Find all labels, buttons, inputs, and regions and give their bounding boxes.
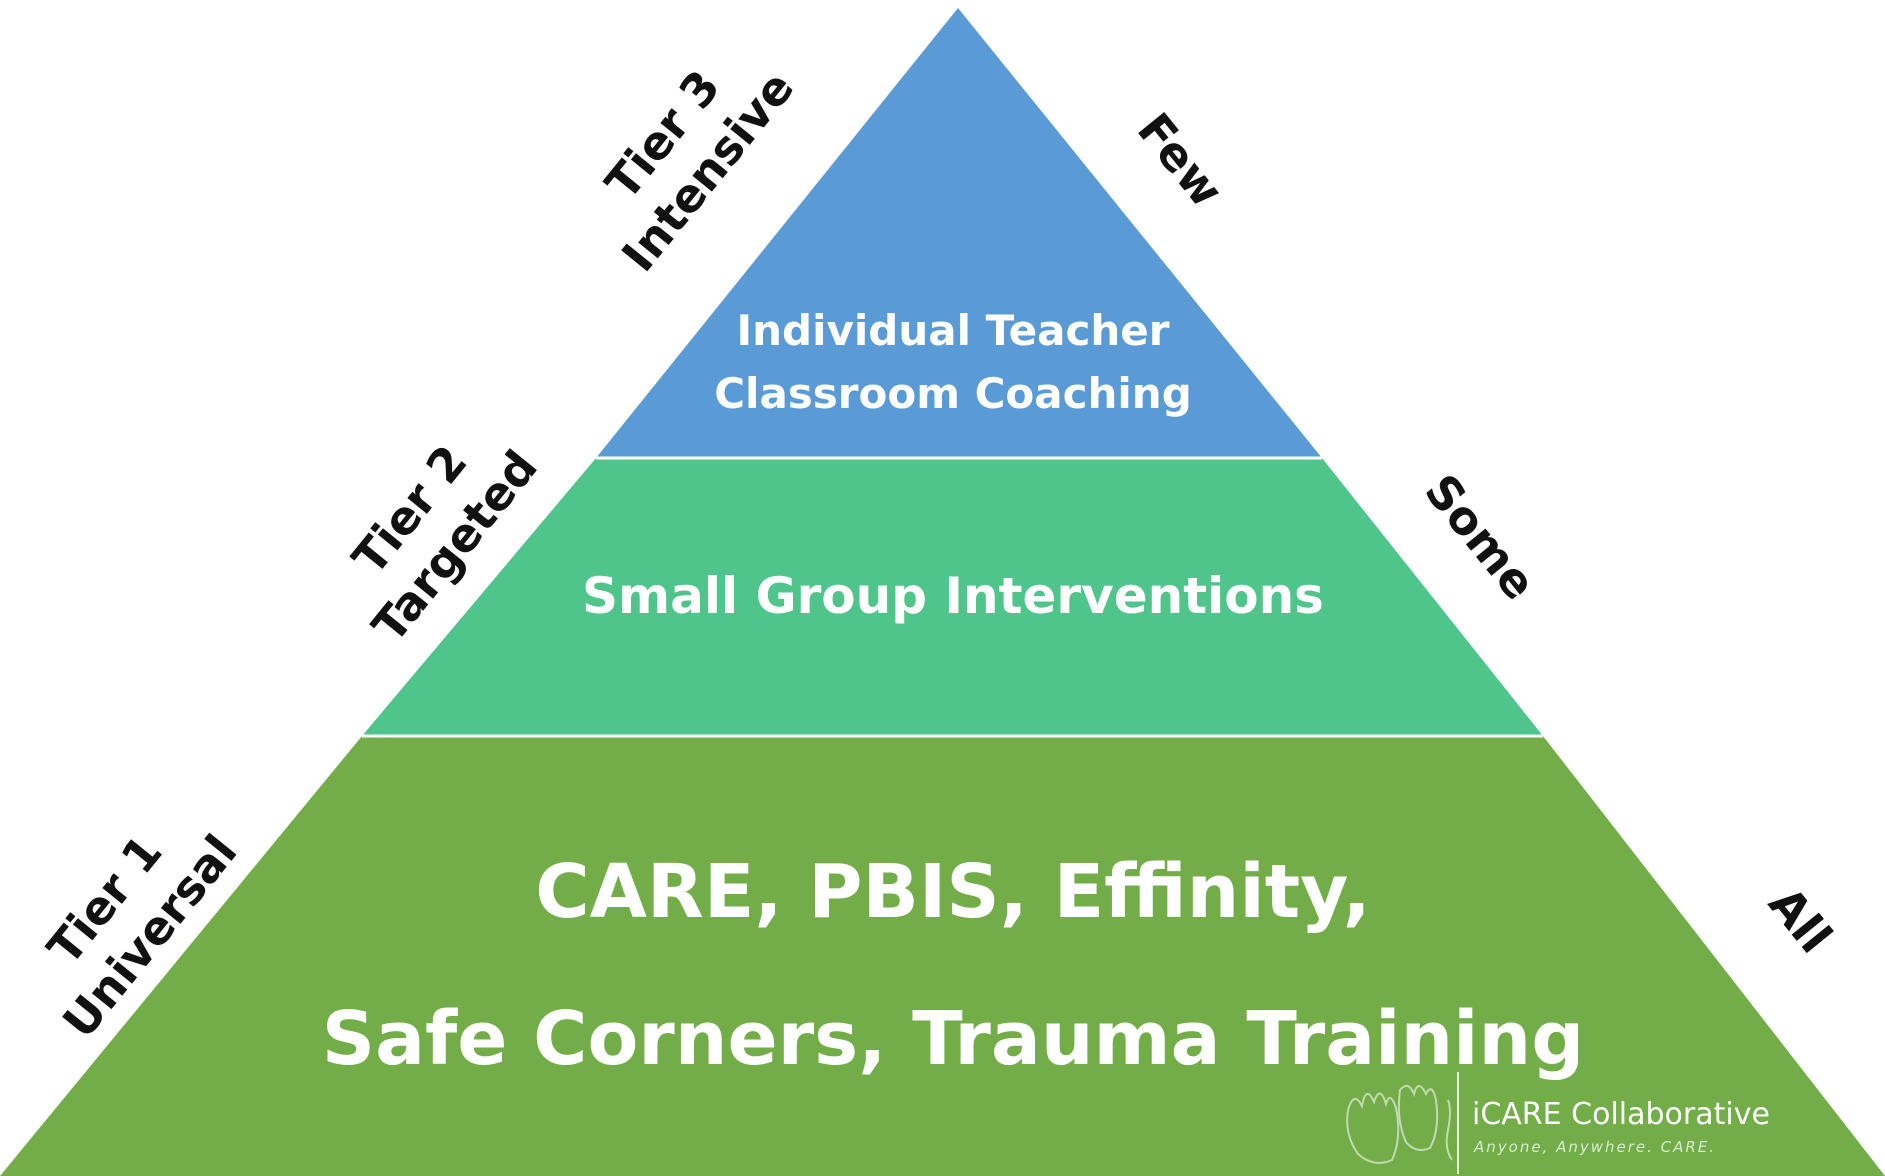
tier3-body-line1: Individual Teacher: [737, 306, 1170, 355]
logo-tagline: Anyone, Anywhere. CARE.: [1473, 1138, 1716, 1156]
tier3-side-label: Tier 3 Intensive: [595, 60, 805, 282]
icare-logo: iCARE Collaborative Anyone, Anywhere. CA…: [1346, 1072, 1770, 1174]
tier2-reach-label: Some: [1414, 464, 1547, 610]
tier2-band: [362, 458, 1543, 736]
tier3-band: [596, 8, 1322, 458]
tier2-body-line1: Small Group Interventions: [582, 567, 1324, 625]
tier3-body-line2: Classroom Coaching: [714, 369, 1192, 418]
tier1-reach-label: All: [1758, 877, 1842, 963]
hands-sketch-icon: [1346, 1084, 1453, 1164]
tier1-body-line2: Safe Corners, Trauma Training: [322, 996, 1584, 1082]
logo-name: iCARE Collaborative: [1472, 1097, 1770, 1132]
tier1-band: [0, 736, 1885, 1176]
tier1-body-line1: CARE, PBIS, Effinity,: [535, 849, 1370, 935]
tier3-reach-label: Few: [1127, 103, 1234, 217]
